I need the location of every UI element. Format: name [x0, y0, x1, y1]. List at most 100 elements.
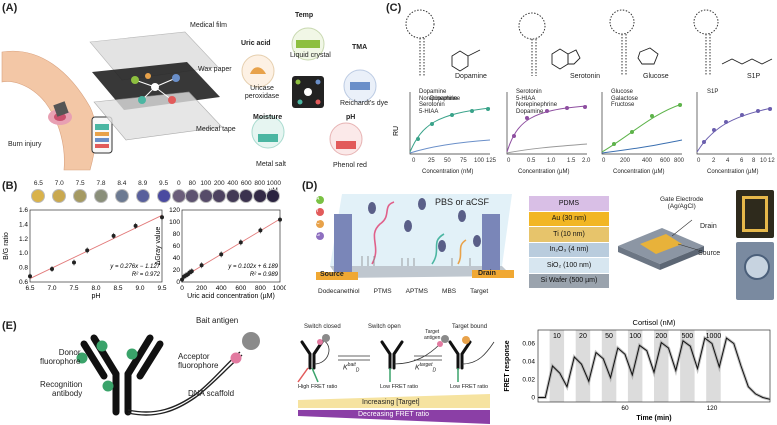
y-axis-label: B/G ratio [3, 232, 10, 260]
dot-label: 400 [227, 180, 239, 187]
data-point [219, 252, 224, 257]
svg-text:125: 125 [486, 158, 497, 164]
dot-label: 200 [213, 180, 225, 187]
y-tick-label: 0.02 [522, 377, 535, 384]
dot-label: 800 [254, 180, 266, 187]
color-dot [212, 189, 227, 203]
dot-label: 7.8 [96, 180, 106, 187]
stack-in2o3: In₂O₃ (4 nm) [529, 242, 609, 258]
dot-label: 7.0 [54, 180, 64, 187]
layer-stack: PDMS Au (30 nm) Ti (10 nm) In₂O₃ (4 nm) … [529, 196, 609, 289]
fit-line [181, 218, 281, 279]
device-photo-bottom [736, 242, 774, 300]
y-tick-label: 40 [173, 255, 181, 262]
svg-text:600: 600 [660, 158, 671, 164]
y-tick-label: 0 [176, 279, 180, 286]
svg-text:12: 12 [768, 158, 775, 164]
panel-label-a: (A) [2, 2, 18, 14]
svg-text:0: 0 [507, 158, 511, 164]
target-dopamine: Dopamine [455, 73, 487, 80]
data-point [189, 269, 194, 274]
x-tick-label: 120 [707, 405, 718, 412]
x-tick-label: 600 [235, 285, 246, 292]
k-bait: KbaitD [343, 362, 360, 374]
data-point [72, 260, 76, 265]
state-open: Switch open [368, 324, 401, 330]
fit-equation: y = 0.102x + 6.189 [227, 264, 278, 270]
binding-ylabel: RU [393, 126, 400, 136]
data-point [278, 217, 282, 222]
y-tick-label: 0.6 [19, 279, 28, 286]
svg-text:8: 8 [752, 158, 756, 164]
data-point [133, 223, 138, 228]
color-dot [94, 189, 108, 203]
color-dot [73, 189, 88, 203]
sensor-tma-name: TMA [352, 44, 368, 51]
svg-text:200: 200 [620, 158, 631, 164]
x-tick-label: 1000 [273, 285, 286, 292]
dot-label: 7.5 [75, 180, 85, 187]
color-dot [266, 189, 281, 203]
x-tick-label: 200 [196, 285, 207, 292]
svg-text:2.0: 2.0 [582, 158, 591, 164]
device-source-label: Source [698, 250, 721, 257]
stack-sio2: SiO₂ (100 nm) [529, 258, 609, 274]
dot-label: 80 [188, 180, 196, 187]
fret-states [297, 334, 495, 424]
y-tick-label: 80 [173, 231, 181, 238]
stack-ti: Ti (10 nm) [529, 227, 609, 243]
svg-text:0: 0 [697, 158, 701, 164]
x-tick-label: 60 [621, 405, 629, 412]
sensor-moisture-reagent: Metal salt [256, 161, 286, 168]
device-photo-top [736, 190, 774, 238]
y-axis-label: FRET response [504, 340, 511, 391]
note-high-fret: High FRET ratio [298, 384, 338, 390]
step-label: 10 [553, 333, 561, 340]
color-dot [114, 189, 129, 203]
base-c: C [316, 220, 320, 226]
dot-label: 100 [200, 180, 212, 187]
svg-text:1.5: 1.5 [567, 158, 576, 164]
x-tick-label: 400 [216, 285, 227, 292]
x-tick-label: 6.5 [25, 285, 34, 292]
source-label: Source [320, 271, 344, 278]
y-tick-label: 60 [173, 243, 181, 250]
color-dot [31, 189, 46, 203]
stack-si: Si Wafer (500 µm) [529, 273, 609, 289]
color-dot [156, 189, 171, 203]
svg-text:0: 0 [602, 158, 606, 164]
exposure-band [706, 330, 721, 402]
x-tick-label: 7.5 [69, 285, 78, 292]
y-tick-label: 1.4 [19, 221, 28, 228]
svg-text:1.0: 1.0 [547, 158, 556, 164]
svg-text:4: 4 [726, 158, 730, 164]
fit-r2: R² = 0.972 [132, 272, 161, 278]
burn-injury-label: Burn injury [8, 141, 42, 148]
dna-scaffold-label: DNA scaffold [188, 389, 235, 398]
step-label: 200 [655, 333, 667, 340]
xlabel-c2: Concentration (µM) [518, 169, 570, 175]
step-label: 500 [682, 333, 694, 340]
y-tick-label: 0.04 [522, 359, 535, 366]
x-axis-label: Uric acid concentration (µM) [187, 293, 275, 300]
x-axis-label: pH [92, 293, 101, 300]
dot-label: 9.5 [159, 180, 169, 187]
dot-label: 0 [176, 180, 181, 187]
y-tick-label: 100 [169, 219, 180, 226]
xlabel-c4: Concentration (µM) [707, 169, 759, 175]
svg-text:2: 2 [712, 158, 716, 164]
svg-text:400: 400 [642, 158, 653, 164]
y-tick-label: 120 [169, 207, 180, 214]
k-target: KtargetD [415, 362, 437, 374]
sensor-ph-name: pH [346, 114, 356, 121]
sensor-uric-reagent: Uricase peroxidase [244, 85, 280, 100]
svg-text:10: 10 [760, 158, 767, 164]
panel-label-b: (B) [2, 180, 18, 192]
x-tick-label: 7.0 [47, 285, 56, 292]
panel-label-e: (E) [2, 320, 17, 332]
wound-dressing-illustration [1, 31, 223, 171]
y-tick-label: 0.06 [522, 341, 535, 348]
bait-antigen-label: Bait antigen [196, 316, 239, 325]
